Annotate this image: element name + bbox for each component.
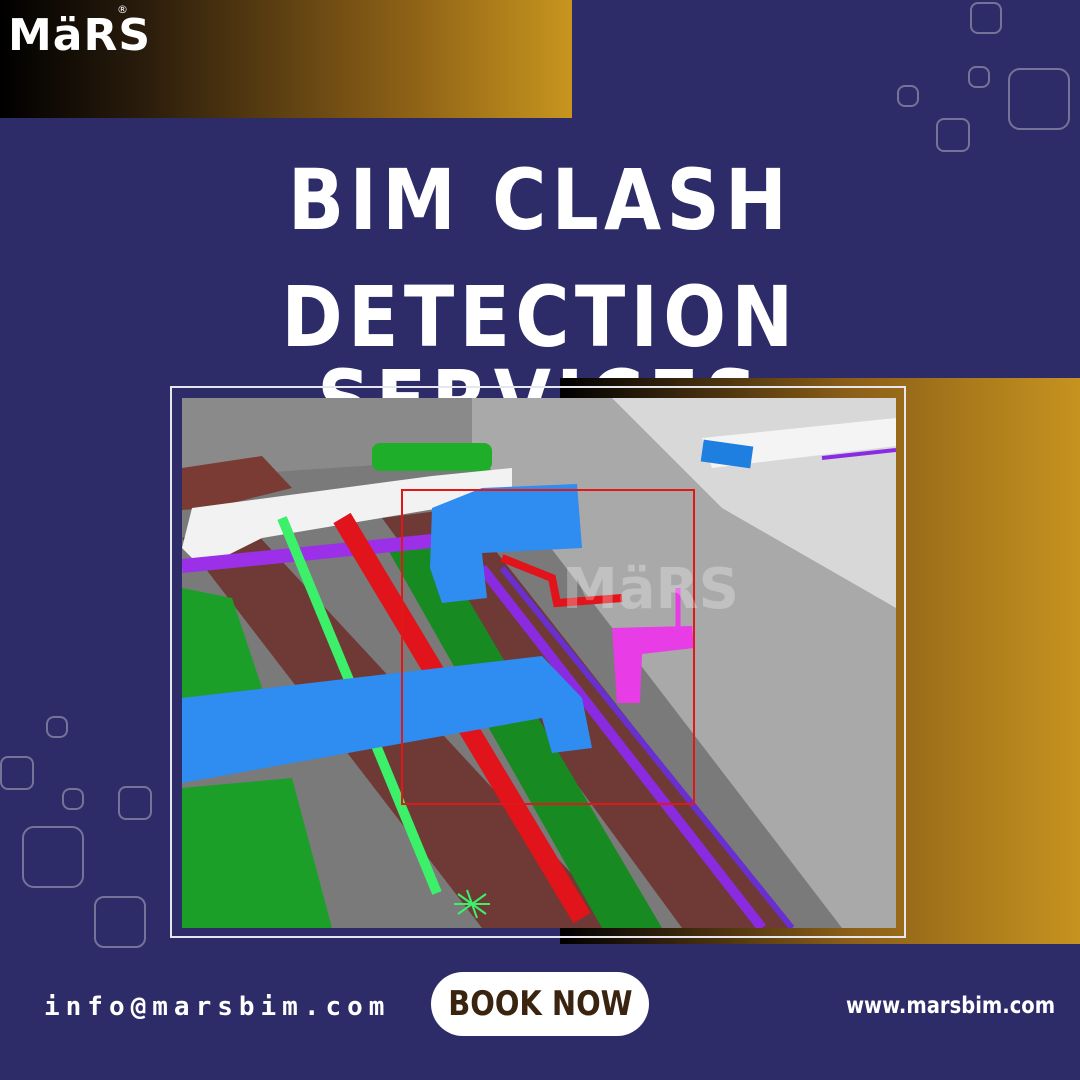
website-link[interactable]: www.marsbim.com: [846, 993, 1056, 1019]
image-frame: [170, 386, 906, 938]
purple-pipe: [499, 566, 795, 928]
mars-logo[interactable]: MäRS: [8, 10, 152, 61]
decor-square: [936, 118, 970, 152]
decor-square: [897, 85, 919, 107]
contact-email[interactable]: info@marsbim.com: [44, 992, 391, 1022]
decor-square: [118, 786, 152, 820]
bim-clash-render: MäRS: [182, 398, 896, 928]
decor-square: [970, 2, 1002, 34]
decor-square: [46, 716, 68, 738]
decor-square: [62, 788, 84, 810]
clash-marker-icon: [454, 889, 490, 919]
decor-square: [94, 896, 146, 948]
purple-pipe: [821, 448, 896, 460]
book-now-label: BOOK NOW: [447, 984, 633, 1024]
blue-duct: [430, 484, 582, 603]
green-duct: [372, 443, 492, 471]
floor-strip: [382, 508, 792, 928]
watermark-logo: MäRS: [562, 557, 739, 622]
decor-square: [0, 756, 34, 790]
red-pipe-elbow: [500, 554, 623, 608]
blue-duct: [182, 656, 592, 783]
purple-pipe: [478, 564, 766, 928]
decor-square: [968, 66, 990, 88]
green-tray: [387, 538, 662, 928]
clash-detection-box: [401, 489, 695, 805]
brown-duct: [182, 456, 292, 510]
headline-line-1: BIM CLASH: [287, 151, 793, 249]
magenta-fitting: [612, 626, 694, 703]
decor-square: [1008, 68, 1070, 130]
green-duct: [182, 778, 332, 928]
decor-square: [22, 826, 84, 888]
book-now-button[interactable]: BOOK NOW: [431, 972, 649, 1036]
blue-fitting: [700, 439, 754, 469]
registered-mark: ®: [117, 3, 128, 16]
header-gradient-band: [0, 0, 572, 118]
bim-model-illustration: MäRS: [182, 398, 896, 928]
